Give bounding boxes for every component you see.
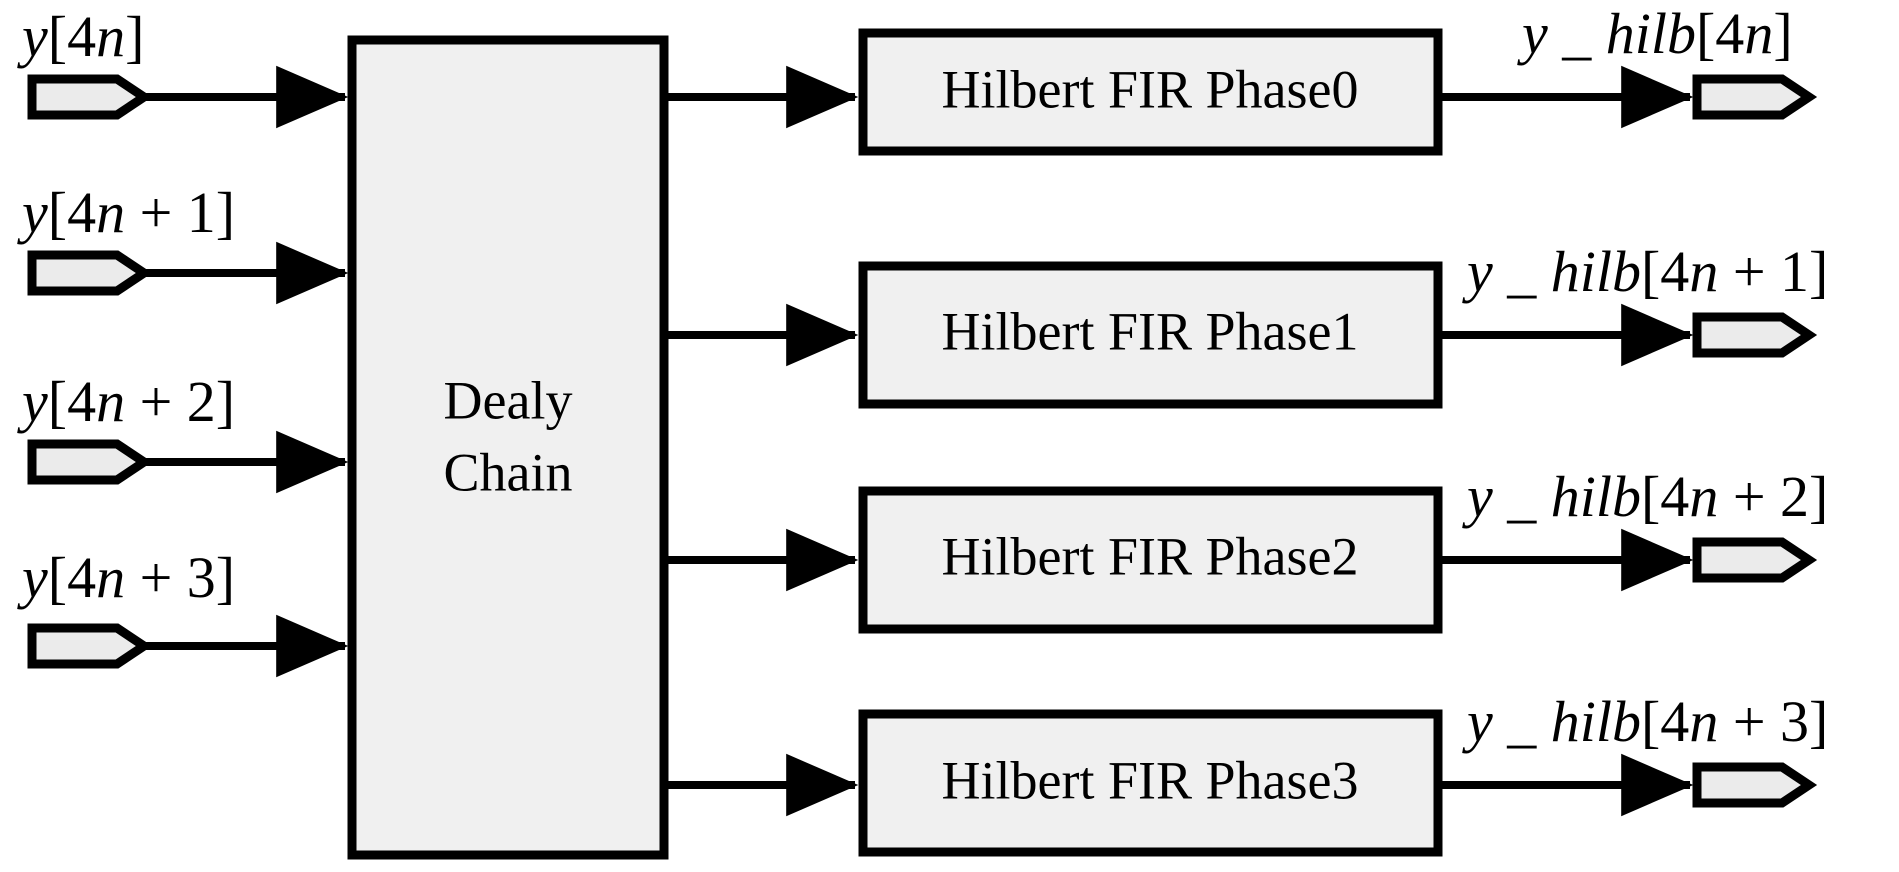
output-label-3: y _ hilb[4n + 3] <box>1462 689 1828 754</box>
delay-chain-label-line2: Chain <box>444 442 573 502</box>
hilbert-fir-label-2: Hilbert FIR Phase2 <box>942 526 1359 586</box>
output-label-0: y _ hilb[4n] <box>1517 1 1793 66</box>
input-label-0: y[4n] <box>17 4 144 69</box>
input-port-2[interactable] <box>27 439 153 485</box>
input-label-2: y[4n + 2] <box>17 369 235 434</box>
output-port-3[interactable] <box>1692 762 1818 808</box>
output-port-1[interactable] <box>1692 312 1818 358</box>
output-port-2[interactable] <box>1692 537 1818 583</box>
input-label-1: y[4n + 1] <box>17 180 235 245</box>
input-port-0[interactable] <box>27 74 153 120</box>
delay-chain-block[interactable] <box>347 35 669 860</box>
input-port-3[interactable] <box>27 623 153 669</box>
input-port-1[interactable] <box>27 250 153 296</box>
delay-chain-label-line1: Dealy <box>444 370 573 430</box>
output-port-0[interactable] <box>1692 74 1818 120</box>
output-label-1: y _ hilb[4n + 1] <box>1462 239 1828 304</box>
hilbert-fir-label-0: Hilbert FIR Phase0 <box>942 59 1359 119</box>
input-label-3: y[4n + 3] <box>17 545 235 610</box>
hilbert-fir-block-0[interactable] <box>858 28 1443 156</box>
hilbert-fir-label-1: Hilbert FIR Phase1 <box>942 301 1359 361</box>
output-label-2: y _ hilb[4n + 2] <box>1462 464 1828 529</box>
hilbert-fir-label-3: Hilbert FIR Phase3 <box>942 750 1359 810</box>
